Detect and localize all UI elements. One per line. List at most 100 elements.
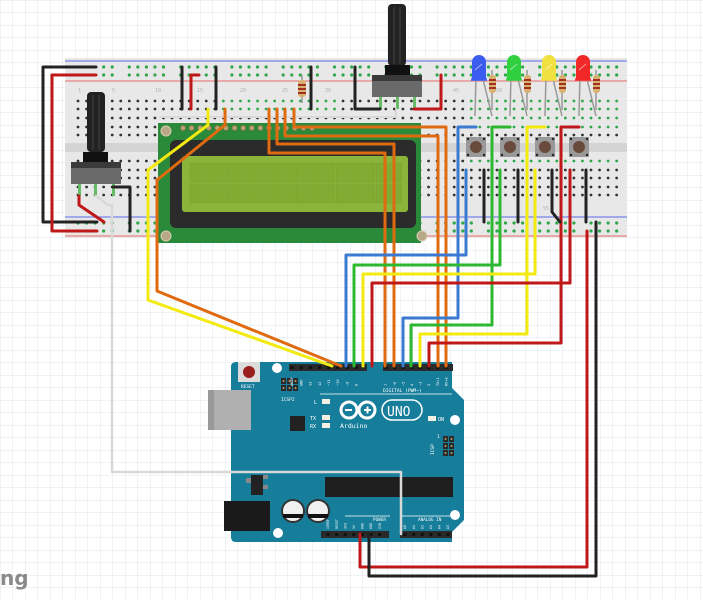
power-pin[interactable] (360, 533, 364, 536)
led-resistor[interactable] (593, 70, 600, 110)
digital-pin[interactable] (327, 366, 331, 369)
wire-lcd-d4[interactable] (267, 107, 387, 368)
wire-button-blue-a[interactable] (401, 125, 478, 368)
capacitor (306, 499, 330, 523)
digital-pin[interactable] (354, 366, 358, 369)
terminal-hole (333, 107, 336, 111)
led-tx (322, 415, 330, 420)
led-red[interactable] (575, 55, 597, 117)
terminal-hole (153, 133, 157, 137)
terminal-hole (153, 116, 157, 120)
wire-button-green-a[interactable] (409, 125, 512, 368)
led-resistor[interactable] (559, 70, 566, 110)
rail-hole (597, 65, 602, 69)
terminal-hole (469, 99, 473, 103)
terminal-hole (478, 125, 482, 129)
led-green[interactable] (506, 55, 528, 117)
wire-pot2-5v[interactable] (412, 73, 443, 111)
terminal-hole (145, 107, 148, 111)
wires[interactable] (41, 65, 598, 578)
wire-pot2-gnd[interactable] (353, 65, 382, 111)
wire-gnd-rail-left[interactable] (41, 65, 99, 224)
digital-pin[interactable] (418, 366, 422, 369)
digital-pin[interactable] (401, 366, 405, 369)
analog-pin[interactable] (429, 533, 433, 536)
digital-pin[interactable] (308, 366, 312, 369)
terminal-hole (196, 107, 200, 111)
wire-pot2-wiper[interactable] (159, 108, 397, 118)
terminal-hole (504, 116, 507, 120)
wire-lcd-en[interactable] (155, 107, 343, 368)
digital-pin[interactable] (444, 366, 448, 369)
digital-pin[interactable] (299, 366, 303, 369)
analog-pin[interactable] (420, 533, 424, 536)
wire-lcd-d6[interactable] (283, 107, 440, 368)
wire-button-red-a[interactable] (427, 125, 581, 368)
power-pin[interactable] (335, 533, 339, 536)
terminal-hole (478, 193, 482, 197)
digital-pin[interactable] (393, 366, 397, 369)
terminal-hole (153, 99, 157, 103)
digital-pin[interactable] (410, 366, 414, 369)
col-label: 10 (155, 88, 161, 94)
pushbutton[interactable] (466, 137, 486, 157)
digital-pin[interactable] (318, 366, 322, 369)
icsp-header (443, 436, 454, 456)
power-pin[interactable] (369, 533, 373, 536)
digital-label: DIGITAL (PWM~) (383, 388, 422, 394)
digital-pin[interactable] (336, 366, 340, 369)
power-pin[interactable] (352, 533, 356, 536)
terminal-hole (572, 168, 576, 172)
power-pin[interactable] (343, 533, 347, 536)
wire-right-rail-gnd[interactable] (367, 220, 598, 578)
wire-button-red-b[interactable] (370, 168, 572, 368)
terminal-hole (606, 116, 610, 120)
wire-button-blue-b[interactable] (344, 168, 468, 368)
pushbutton[interactable] (535, 137, 555, 157)
terminal-hole (589, 159, 593, 163)
potentiometer-input[interactable] (372, 4, 422, 109)
led-resistor[interactable] (489, 70, 496, 110)
wire-lcd-rs[interactable] (146, 107, 334, 368)
potentiometer-contrast[interactable] (71, 92, 121, 196)
analog-pin[interactable] (412, 533, 416, 536)
wire-5v-rail-left[interactable] (50, 73, 99, 233)
icsp2-header (281, 378, 298, 391)
analog-pin[interactable] (446, 533, 450, 536)
led-yellow[interactable] (541, 55, 563, 117)
wire-jumper-red[interactable] (189, 73, 201, 111)
digital-pin[interactable] (290, 366, 294, 369)
digital-pin[interactable] (345, 366, 349, 369)
reset-button-cap[interactable] (243, 366, 255, 378)
led-resistor[interactable] (524, 70, 531, 110)
wire-button-yellow-a[interactable] (418, 125, 547, 368)
terminal-hole (615, 168, 619, 172)
wire-pot-wiper-a0[interactable] (94, 194, 403, 536)
rail-hole (341, 73, 345, 77)
pushbutton[interactable] (569, 137, 589, 157)
analog-pin[interactable] (437, 533, 441, 536)
power-pin[interactable] (378, 533, 382, 536)
wire-button-green-b[interactable] (352, 168, 502, 368)
rail-hole (572, 65, 576, 69)
led-blue[interactable] (471, 55, 493, 117)
lcd-cell (256, 183, 269, 204)
digital-pin[interactable] (384, 366, 388, 369)
analog-pin[interactable] (403, 533, 407, 536)
wire-button-yellow-b[interactable] (361, 168, 537, 368)
digital-pin[interactable] (436, 366, 440, 369)
rail-hole (461, 229, 465, 233)
wire-pot-gnd[interactable] (111, 185, 132, 233)
resistor[interactable] (298, 75, 306, 103)
wire-lcd-d7[interactable] (292, 107, 448, 368)
bottom-pins[interactable] (326, 533, 450, 536)
wire-right-rail-5v[interactable] (358, 229, 589, 569)
power-pin[interactable] (326, 533, 330, 536)
pushbutton[interactable] (500, 137, 520, 157)
wire-pot-5v[interactable] (77, 194, 106, 224)
lcd-16x2[interactable] (158, 123, 428, 243)
terminal-hole (102, 185, 106, 189)
wire-button-gnd[interactable] (550, 168, 562, 224)
